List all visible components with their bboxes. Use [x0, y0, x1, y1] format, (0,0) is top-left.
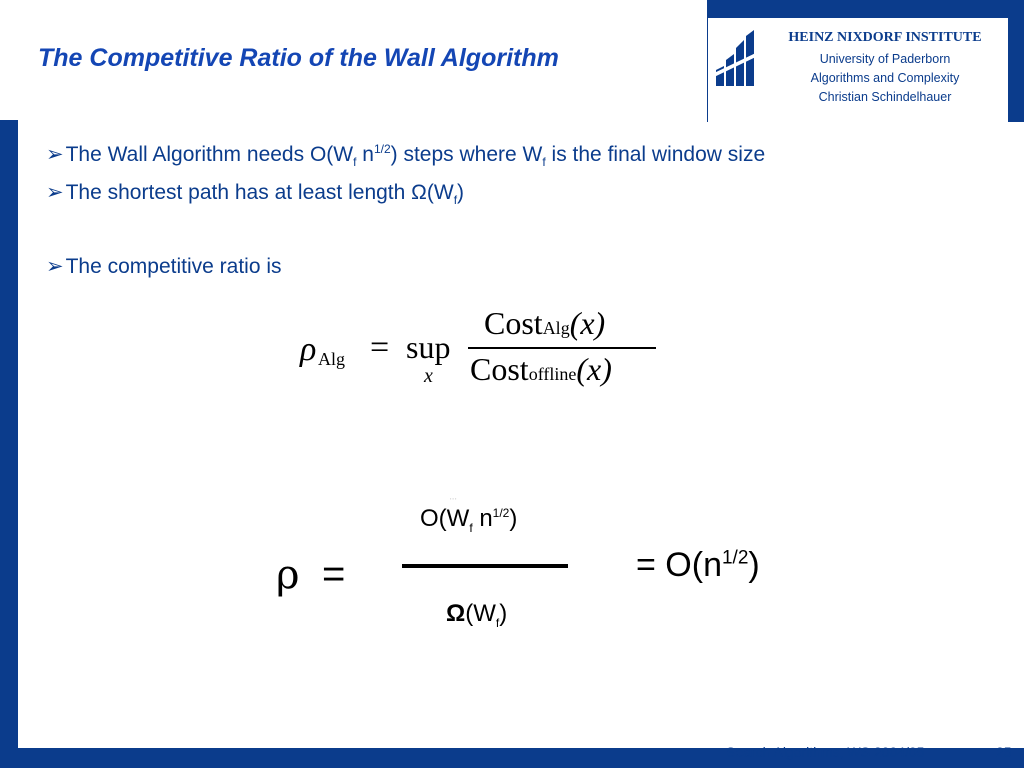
rho-subscript: Alg: [318, 349, 345, 369]
result-numerator: O(Wf n1/2): [420, 505, 518, 535]
bullet-competitive-ratio: ➢The competitive ratio is: [46, 255, 282, 278]
institute-logo-icon: [712, 30, 762, 86]
result-rhs: = O(n1/2): [636, 546, 760, 584]
bottom-accent-bar: [0, 748, 1024, 768]
competitive-ratio-definition: ρ Alg = sup x CostAlg(x) Costoffline(x): [300, 303, 660, 395]
bullet-arrow-icon: ➢: [46, 143, 64, 166]
bullet-steps: ➢The Wall Algorithm needs O(Wf n1/2) ste…: [46, 142, 766, 170]
page-number: 25: [996, 744, 1012, 760]
result-rho: ρ: [276, 552, 300, 598]
fraction-bar: [468, 347, 656, 349]
institute-name: HEINZ NIXDORF INSTITUTE: [788, 30, 982, 45]
fraction-denominator: Costoffline(x): [470, 351, 612, 387]
result-denominator: Ω(Wf): [446, 600, 508, 630]
bullet-arrow-icon: ➢: [46, 255, 64, 278]
institute-university: University of Paderborn: [819, 52, 951, 66]
slide-footer: Search Algorithms, WS 2004/05: [726, 744, 925, 760]
equals-sign: =: [370, 329, 390, 366]
institute-group: Algorithms and Complexity: [810, 71, 960, 85]
sup-operator: sup: [406, 329, 451, 365]
result-equals: =: [322, 552, 346, 596]
left-accent-bar: [0, 120, 18, 748]
institute-panel: [708, 18, 1008, 122]
embedded-object-placeholder: ▪ ▪ ▪: [450, 496, 457, 501]
bullet-arrow-icon: ➢: [46, 181, 64, 204]
rho-symbol: ρ: [300, 331, 317, 368]
slide-title: The Competitive Ratio of the Wall Algori…: [38, 44, 559, 72]
bullet-shortest-path: ➢The shortest path has at least length Ω…: [46, 181, 465, 208]
result-fraction-bar: [402, 564, 568, 568]
fraction-numerator: CostAlg(x): [484, 305, 606, 341]
sup-variable: x: [424, 365, 433, 387]
institute-author: Christian Schindelhauer: [818, 90, 952, 104]
